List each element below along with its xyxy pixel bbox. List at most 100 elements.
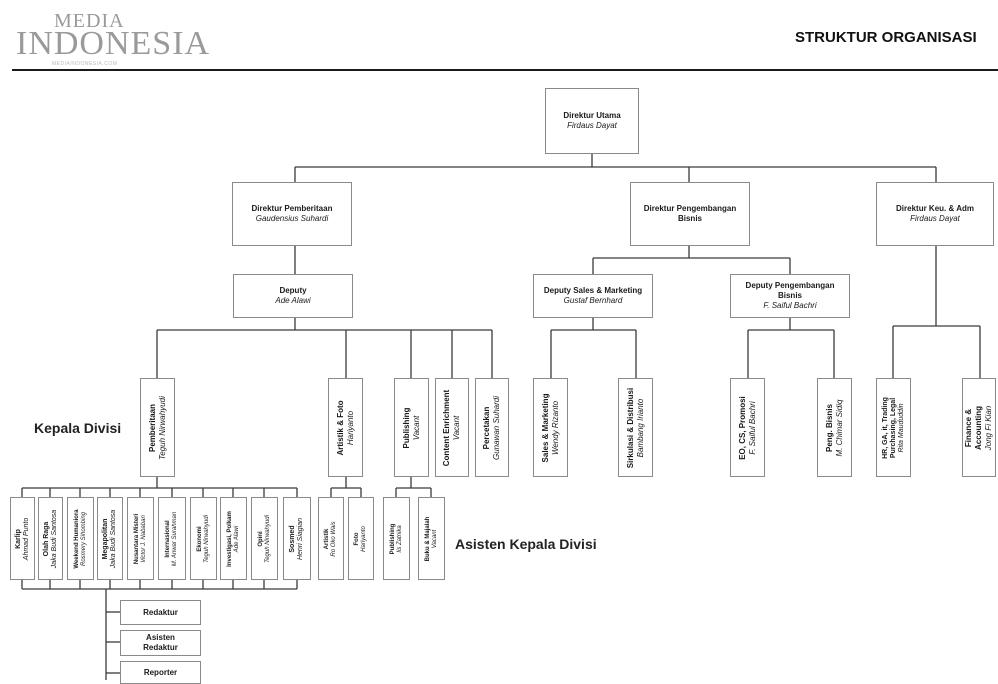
node-name: Rita Maududdin — [897, 402, 905, 453]
node-name: Victor J. Nababan — [140, 514, 147, 563]
node-name: F. Saiful Bachri — [763, 301, 817, 310]
node-name: Henri Siagian — [297, 517, 304, 560]
node-name: Wendy Rizanto — [550, 400, 560, 455]
node-title: Olah Raga — [42, 521, 50, 556]
node-name: Ade Alawi — [233, 525, 240, 552]
node-direktur-pengembangan-bisnis: Direktur Pengembangan Bisnis — [630, 182, 750, 246]
node-name: Vacant — [411, 415, 421, 440]
asisten-kepala-divisi-label: Asisten Kepala Divisi — [455, 536, 597, 552]
node-title: Reporter — [143, 667, 178, 677]
header-divider — [12, 69, 998, 71]
node-reporter: Reporter — [120, 661, 201, 684]
media-indonesia-logo: MEDIA INDONESIA MEDIAINDONESIA.COM — [14, 8, 209, 67]
node-name: Jaka Budi Santosa — [50, 509, 58, 568]
node-title: HR, GA, it, Trading Purchasing, Legal — [881, 396, 897, 459]
node-title: Investigasi, Polkam — [226, 510, 233, 567]
node-name: Firdaus Dayat — [567, 121, 617, 130]
node-name: Teguh Nirwahyudi — [203, 514, 210, 563]
node-title: Direktur Pemberitaan — [251, 204, 333, 213]
node-name: F. Saiful Bachri — [747, 400, 757, 455]
node-name: Jaka Budi Santosa — [110, 509, 117, 568]
node-name: Iis Zatnika — [396, 524, 403, 553]
node-deputy-sales-marketing: Deputy Sales & Marketing Gustaf Bernhard — [533, 274, 653, 318]
node-name: Gustaf Bernhard — [563, 296, 623, 305]
node-title: Ekonomi — [196, 525, 203, 552]
node-direktur-pemberitaan: Direktur Pemberitaan Gaudensius Suhardi — [232, 182, 352, 246]
node-title: Pemberitaan — [147, 403, 157, 452]
node-name: Ro Oko Wais — [331, 520, 337, 557]
node-name: Ahmad Punto — [22, 517, 30, 560]
node-name: Gaudensius Suhardi — [255, 214, 329, 223]
node-name: Vacant — [431, 529, 438, 548]
node-name: M. Anwar Surahman — [172, 511, 178, 566]
node-title: Artistik & Foto — [335, 399, 345, 456]
node-name: Hariyanto — [361, 525, 367, 552]
node-title: Nusantara Misteri — [133, 513, 140, 564]
node-name: M. Chimar Sidiq — [834, 399, 844, 456]
node-redaktur: Redaktur — [120, 600, 201, 625]
node-title: Sales & Marketing — [540, 393, 550, 462]
node-name: Hariyanto — [345, 410, 355, 445]
node-direktur-utama: Direktur Utama Firdaus Dayat — [545, 88, 639, 154]
node-name: Bambang Irianto — [635, 398, 645, 457]
node-title: Finance & Accounting — [964, 405, 983, 450]
page-title: STRUKTUR ORGANISASI — [795, 29, 977, 46]
node-name: Gunawan Suhardi — [492, 395, 501, 460]
kepala-divisi-label: Kepala Divisi — [34, 420, 122, 436]
node-title: Sosmed — [289, 524, 296, 553]
node-title: Sirkulasi & Distribusi — [625, 387, 635, 468]
node-title: Asisten Redaktur — [143, 633, 178, 652]
node-title: Karlip — [14, 528, 22, 549]
node-title: Artistik — [324, 528, 330, 549]
node-name: Teguh Nirwahyudi — [264, 514, 271, 563]
node-title: Direktur Pengembangan Bisnis — [643, 204, 737, 223]
node-direktur-keu-adm: Direktur Keu. & Adm Firdaus Dayat — [876, 182, 994, 246]
logo-url: MEDIAINDONESIA.COM — [52, 61, 118, 67]
node-deputy-pengembangan-bisnis: Deputy Pengembangan Bisnis F. Saiful Bac… — [730, 274, 850, 318]
node-asisten-redaktur: Asisten Redaktur — [120, 630, 201, 656]
node-name: Vacant — [452, 415, 461, 440]
node-name: Jong Fi Kian — [984, 405, 993, 450]
node-title: Foto — [354, 532, 360, 545]
node-title: Buku & Majalah — [424, 516, 431, 561]
logo-word-media: MEDIA — [54, 10, 125, 32]
node-title: EO, CS, Promosi — [737, 395, 747, 460]
node-deputy: Deputy Ade Alawi — [233, 274, 353, 318]
node-title: Weekend Humaniora — [73, 508, 80, 569]
node-title: Megapolitan — [102, 518, 109, 559]
node-name: Firdaus Dayat — [910, 214, 960, 223]
node-name: Teguh Nirwahyudi — [157, 395, 167, 460]
node-title: Deputy Pengembangan Bisnis — [745, 281, 835, 300]
node-title: Opini — [257, 530, 264, 547]
node-title: Redaktur — [143, 607, 178, 617]
node-title: Direktur Utama — [563, 111, 621, 120]
node-title: Publishing — [401, 407, 411, 448]
node-title: Peng. Bisnis — [824, 403, 834, 452]
node-title: Percetakan — [482, 406, 491, 449]
node-title: Direktur Keu. & Adm — [896, 204, 974, 213]
node-title: Publishing — [389, 523, 396, 554]
